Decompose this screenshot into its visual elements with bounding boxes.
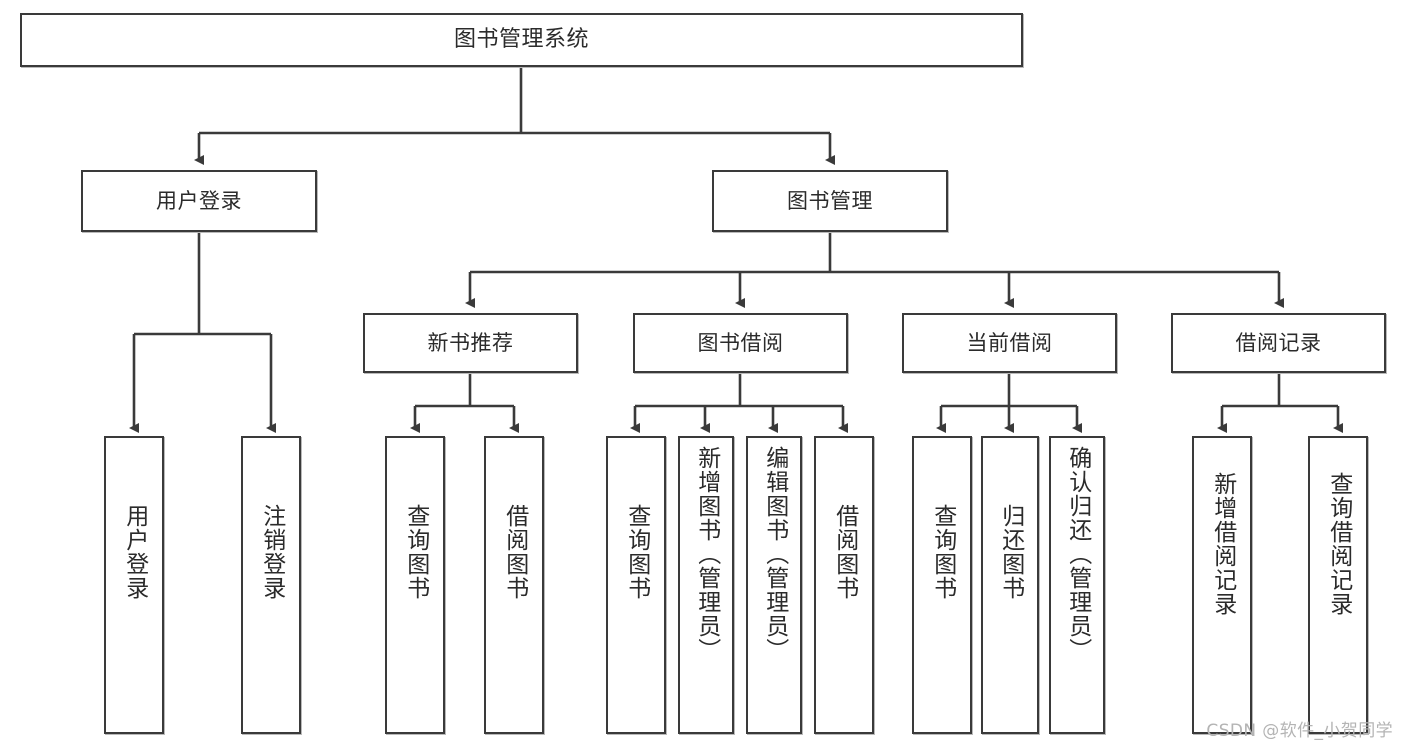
node-label: 图书借阅 (697, 330, 784, 355)
node-label: 查询图书 (623, 504, 650, 600)
csdn-watermark: CSDN @软件_小贺同学 (1206, 721, 1393, 741)
node-user-login[interactable]: 用户登录 (81, 170, 317, 232)
node-label: 查询图书 (402, 504, 429, 600)
leaf-node-add-book-admin[interactable]: 新增图书（管理员） (678, 436, 734, 734)
node-label: 编辑图书（管理员） (761, 446, 788, 662)
node-label: 用户登录 (156, 188, 242, 213)
node-label: 当前借阅 (966, 330, 1053, 355)
leaf-node-query-books-current[interactable]: 查询图书 (912, 436, 972, 734)
node-book-borrow[interactable]: 图书借阅 (633, 313, 848, 373)
node-label: 归还图书 (997, 504, 1024, 600)
node-label: 图书管理 (787, 188, 873, 213)
node-label: 借阅图书 (501, 504, 528, 600)
node-new-book-recommend[interactable]: 新书推荐 (363, 313, 578, 373)
leaf-node-query-borrow-record[interactable]: 查询借阅记录 (1308, 436, 1368, 734)
node-label: 查询借阅记录 (1325, 472, 1352, 616)
node-current-borrow[interactable]: 当前借阅 (902, 313, 1117, 373)
node-label: 借阅记录 (1235, 330, 1322, 355)
leaf-node-query-books-recommend[interactable]: 查询图书 (385, 436, 445, 734)
leaf-node-edit-book-admin[interactable]: 编辑图书（管理员） (746, 436, 802, 734)
node-label: 注销登录 (258, 504, 285, 600)
leaf-node-confirm-return-admin[interactable]: 确认归还（管理员） (1049, 436, 1105, 734)
leaf-node-logout[interactable]: 注销登录 (241, 436, 301, 734)
leaf-node-return-books[interactable]: 归还图书 (981, 436, 1039, 734)
node-book-management[interactable]: 图书管理 (712, 170, 948, 232)
node-label: 查询图书 (929, 504, 956, 600)
node-label: 新增图书（管理员） (693, 446, 720, 662)
node-label: 确认归还（管理员） (1064, 446, 1091, 662)
node-label: 新增借阅记录 (1209, 472, 1236, 616)
node-label: 借阅图书 (831, 504, 858, 600)
node-label: 用户登录 (121, 504, 148, 600)
node-label: 图书管理系统 (453, 27, 589, 53)
leaf-node-borrow-books-recommend[interactable]: 借阅图书 (484, 436, 544, 734)
leaf-node-borrow-books[interactable]: 借阅图书 (814, 436, 874, 734)
leaf-node-user-login[interactable]: 用户登录 (104, 436, 164, 734)
node-borrow-records[interactable]: 借阅记录 (1171, 313, 1386, 373)
node-root-system[interactable]: 图书管理系统 (20, 13, 1023, 67)
leaf-node-add-borrow-record[interactable]: 新增借阅记录 (1192, 436, 1252, 734)
leaf-node-query-books-borrow[interactable]: 查询图书 (606, 436, 666, 734)
node-label: 新书推荐 (427, 330, 514, 355)
